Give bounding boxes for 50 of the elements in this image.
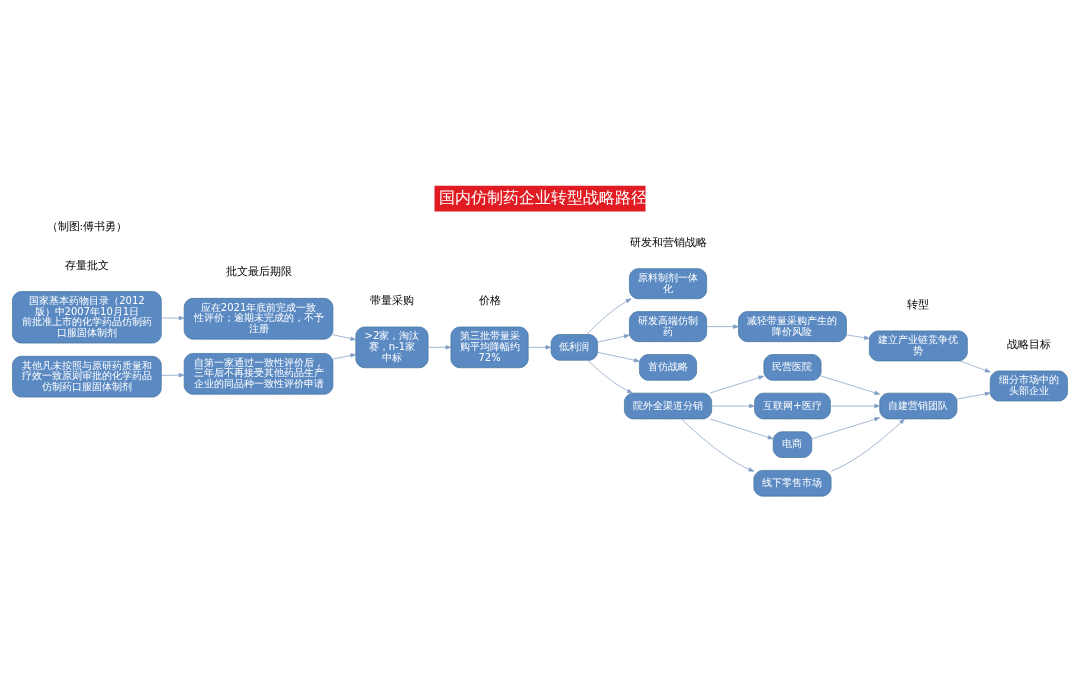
node-box: 民营医院 bbox=[763, 353, 822, 381]
node-box: 原料制剂一体化 bbox=[629, 267, 707, 299]
arrow bbox=[706, 324, 739, 329]
label: 批文最后期限 bbox=[225, 263, 292, 278]
arrow bbox=[160, 315, 185, 320]
label: 研发和营销战略 bbox=[629, 234, 707, 249]
arrow bbox=[587, 359, 633, 393]
label: 转型 bbox=[907, 296, 930, 311]
node-box: 研发高端仿制药 bbox=[629, 310, 707, 342]
node-box: 自建营销团队 bbox=[879, 392, 958, 419]
label: 存量批文 bbox=[64, 257, 109, 272]
arrow bbox=[586, 298, 632, 335]
arrow bbox=[427, 344, 452, 349]
arrow bbox=[846, 334, 870, 340]
arrow bbox=[811, 416, 880, 439]
arrow bbox=[711, 403, 755, 408]
arrow bbox=[830, 418, 905, 472]
node-box: 国家基本药物目录（2012版）中2007年10月1日前批准上市的化学药品仿制药口服固体制剂 bbox=[12, 290, 162, 343]
arrow bbox=[830, 403, 881, 408]
node-box: 建立产业链竞争优势 bbox=[869, 330, 968, 361]
label: 价格 bbox=[478, 292, 501, 307]
arrow bbox=[597, 333, 630, 343]
arrow bbox=[332, 333, 357, 341]
arrow bbox=[160, 372, 185, 377]
caption: （制图:傅书勇） bbox=[46, 219, 128, 233]
node-box: 电商 bbox=[772, 430, 813, 458]
node-box: 低利润 bbox=[550, 333, 598, 361]
node-box: 应在2021年底前完成一致性评价；逾期未完成的，不予注册 bbox=[183, 297, 334, 339]
node-box: 首仿战略 bbox=[639, 353, 697, 381]
node-box: 线下零售市场 bbox=[753, 469, 832, 496]
arrow bbox=[709, 418, 774, 439]
label: 战略目标 bbox=[1006, 336, 1051, 351]
node-box: 减轻带量采购产生的降价风险 bbox=[738, 310, 847, 342]
arrow bbox=[597, 351, 640, 362]
arrow bbox=[681, 418, 755, 472]
diagram-title: 国内仿制药企业转型战略路径 bbox=[439, 187, 648, 207]
arrow bbox=[332, 352, 357, 359]
node-box: 其他凡未按照与原研药质量和疗效一致原则审批的化学药品仿制药口服固体制剂 bbox=[12, 355, 162, 397]
node-box: 自第一家通过一致性评价后，三年后不再接受其他药品生产企业的同品种一致性评价申请 bbox=[183, 352, 334, 395]
arrow bbox=[527, 344, 552, 349]
arrow bbox=[959, 360, 991, 372]
arrow bbox=[820, 375, 881, 395]
arrow bbox=[709, 375, 765, 393]
node-box: 第三批带量采购平均降幅约72% bbox=[450, 326, 529, 368]
node-box: >2家，淘汰赛，n-1家中标 bbox=[355, 326, 429, 368]
arrow bbox=[956, 391, 991, 399]
node-box: 互联网+医疗 bbox=[754, 392, 831, 419]
node-box: 细分市场中的头部企业 bbox=[989, 370, 1068, 401]
node-box: 院外全渠道分销 bbox=[624, 392, 712, 419]
label: 带量采购 bbox=[369, 292, 414, 307]
